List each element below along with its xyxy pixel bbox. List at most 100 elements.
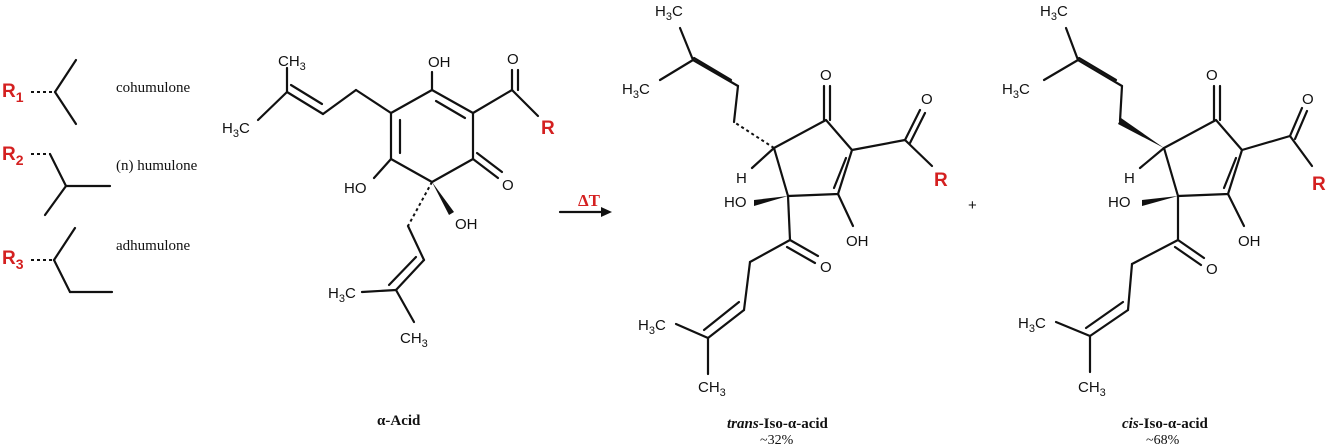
hashed-bond [407,181,433,227]
double-bond [289,83,324,106]
bond [1240,134,1292,152]
acyl-oxygen: O [921,91,933,108]
r1-bond [53,90,78,126]
trans-percentage: ~32% [760,433,794,447]
bond [1064,26,1080,62]
bond [256,90,289,122]
r3-label: R3 [2,248,24,272]
alpha-acid-ring [389,88,475,184]
carbonyl-bond [1176,238,1206,260]
adhumulone-label: adhumulone [116,238,190,254]
methyl-label: H3C [638,317,666,337]
bond [836,192,855,228]
wedge-bond [1118,118,1164,148]
bond [510,88,540,118]
double-bond [692,56,733,82]
enol-oh: OH [1238,233,1261,250]
r1-bond [53,58,78,94]
humulone-label: (n) humulone [116,158,198,174]
double-bond [1084,300,1125,330]
tertiary-oh: HO [1108,194,1131,211]
double-bond [702,300,741,332]
methyl-label: CH3 [1078,379,1106,399]
cyclopentene-ring [772,118,854,198]
bond [1126,262,1134,312]
carbonyl-bond [903,108,922,142]
arrow-head [601,207,612,217]
hydrogen-label: H [736,170,747,187]
bond [1226,192,1246,228]
hashed-bond [733,121,775,149]
methyl-label: H3C [328,285,356,305]
plus-sign: + [968,197,977,214]
double-bond [706,308,746,340]
ketone-oxygen: O [502,177,514,194]
ring-carbonyl-oxygen: O [1206,67,1218,84]
methyl-label: H3C [1040,3,1068,23]
bond [471,88,514,115]
ring-carbonyl-oxygen: O [820,67,832,84]
methyl-label: H3C [1018,315,1046,335]
double-bond [1088,308,1130,338]
methyl-label: CH3 [400,330,428,350]
bond [354,88,393,115]
side-chain-oxygen: O [1206,261,1218,278]
double-bond [387,255,418,287]
bond [903,138,934,168]
bond [1118,84,1124,123]
double-bond [1077,56,1118,82]
methyl-label: H3C [622,81,650,101]
tertiary-oh: HO [724,194,747,211]
carbonyl-bond [1173,245,1203,267]
cis-iso-alpha-acid-structure: O O R OH H HO H3C H3C O H3C CH3 [1002,3,1326,447]
cohumulone-label: cohumulone [116,80,190,96]
alpha-r-group: R [541,118,555,139]
r2-label: R2 [2,144,24,168]
bond [321,88,358,116]
wedge-bond [754,196,788,206]
carbonyl-bond [475,151,504,174]
carbonyl-bond [471,157,500,180]
ring-double-bond [832,156,848,190]
methyl-label: H3C [655,3,683,23]
double-bond [285,90,325,116]
methyl-label: H3C [222,120,250,140]
bond [1288,134,1314,168]
cis-percentage: ~68% [1146,433,1180,447]
bond [786,194,792,242]
carbonyl-bond [1288,106,1304,138]
double-bond [691,58,740,88]
methyl-label: CH3 [278,53,306,73]
methyl-label: CH3 [698,379,726,399]
r3-bond [52,258,72,294]
oh-quaternary: OH [455,216,478,233]
bond [372,157,393,180]
alpha-acid-caption: α-Acid [377,413,421,429]
reaction-arrow: ΔT [558,191,612,217]
oh-top: OH [428,54,451,71]
substituent-r2: R2 (n) humulone [2,144,198,217]
double-bond [394,258,426,292]
bond [406,224,426,262]
wedge-bond [1142,196,1178,206]
bond [1138,146,1166,170]
enol-oh: OH [846,233,869,250]
bond [1054,320,1092,338]
substituent-list: R1 cohumulone R2 (n) humulone R3 adhumul… [2,58,198,294]
cyclopentene-ring [1162,118,1244,198]
bond [678,26,695,62]
ring-double-bond [1222,156,1238,190]
acyl-oxygen: O [507,51,519,68]
heat-label: ΔT [578,191,601,210]
trans-caption: trans-Iso-α-acid [727,416,829,432]
ho-left: HO [344,180,367,197]
carbonyl-bond [788,238,820,258]
substituent-r3: R3 adhumulone [2,226,190,294]
bond [674,322,710,340]
bond [1130,238,1180,266]
r2-bond [43,184,68,217]
carbonyl-bond [785,245,817,265]
bond [742,260,752,312]
r2-bond [48,152,68,188]
bond [394,288,416,324]
